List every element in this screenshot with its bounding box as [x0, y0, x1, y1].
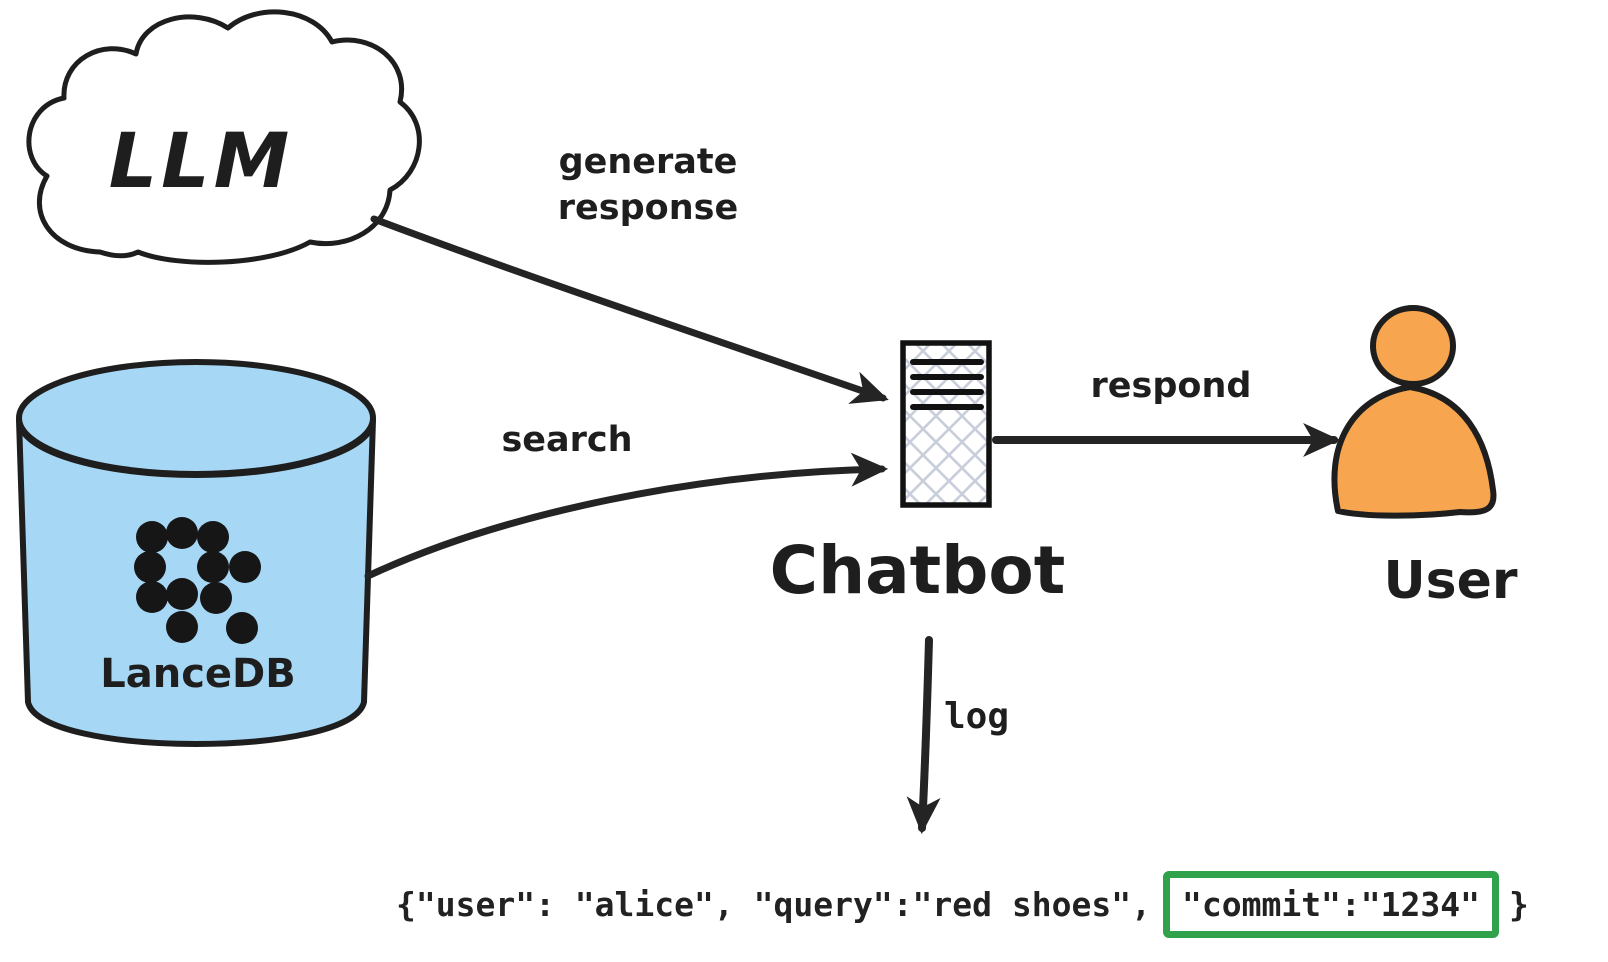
arrow-generate-response [370, 215, 889, 404]
commit-highlight-box: "commit":"1234" [1162, 870, 1499, 938]
lancedb-logo-icon [134, 517, 261, 644]
llm-node-label: LLM [108, 116, 294, 205]
arrow-search [364, 452, 889, 580]
lancedb-node-label: LanceDB [100, 651, 296, 697]
arrow-log [906, 636, 941, 835]
edge-label-log: log [944, 696, 1010, 737]
chatbot-node-label: Chatbot [769, 532, 1066, 609]
server-icon [900, 340, 992, 508]
log-record-prefix: {"user": "alice", "query":"red shoes", [396, 884, 1151, 924]
edge-label-respond: respond [1090, 366, 1252, 406]
log-record-suffix: } [1509, 884, 1529, 924]
cloud-icon [26, 9, 422, 265]
edge-label-generate-response: generate response [557, 142, 739, 228]
log-record-line: {"user": "alice", "query":"red shoes", "… [396, 856, 1529, 952]
edge-label-search: search [501, 420, 633, 460]
database-icon [16, 359, 376, 747]
person-icon [1331, 305, 1497, 519]
user-node-label: User [1383, 551, 1518, 611]
